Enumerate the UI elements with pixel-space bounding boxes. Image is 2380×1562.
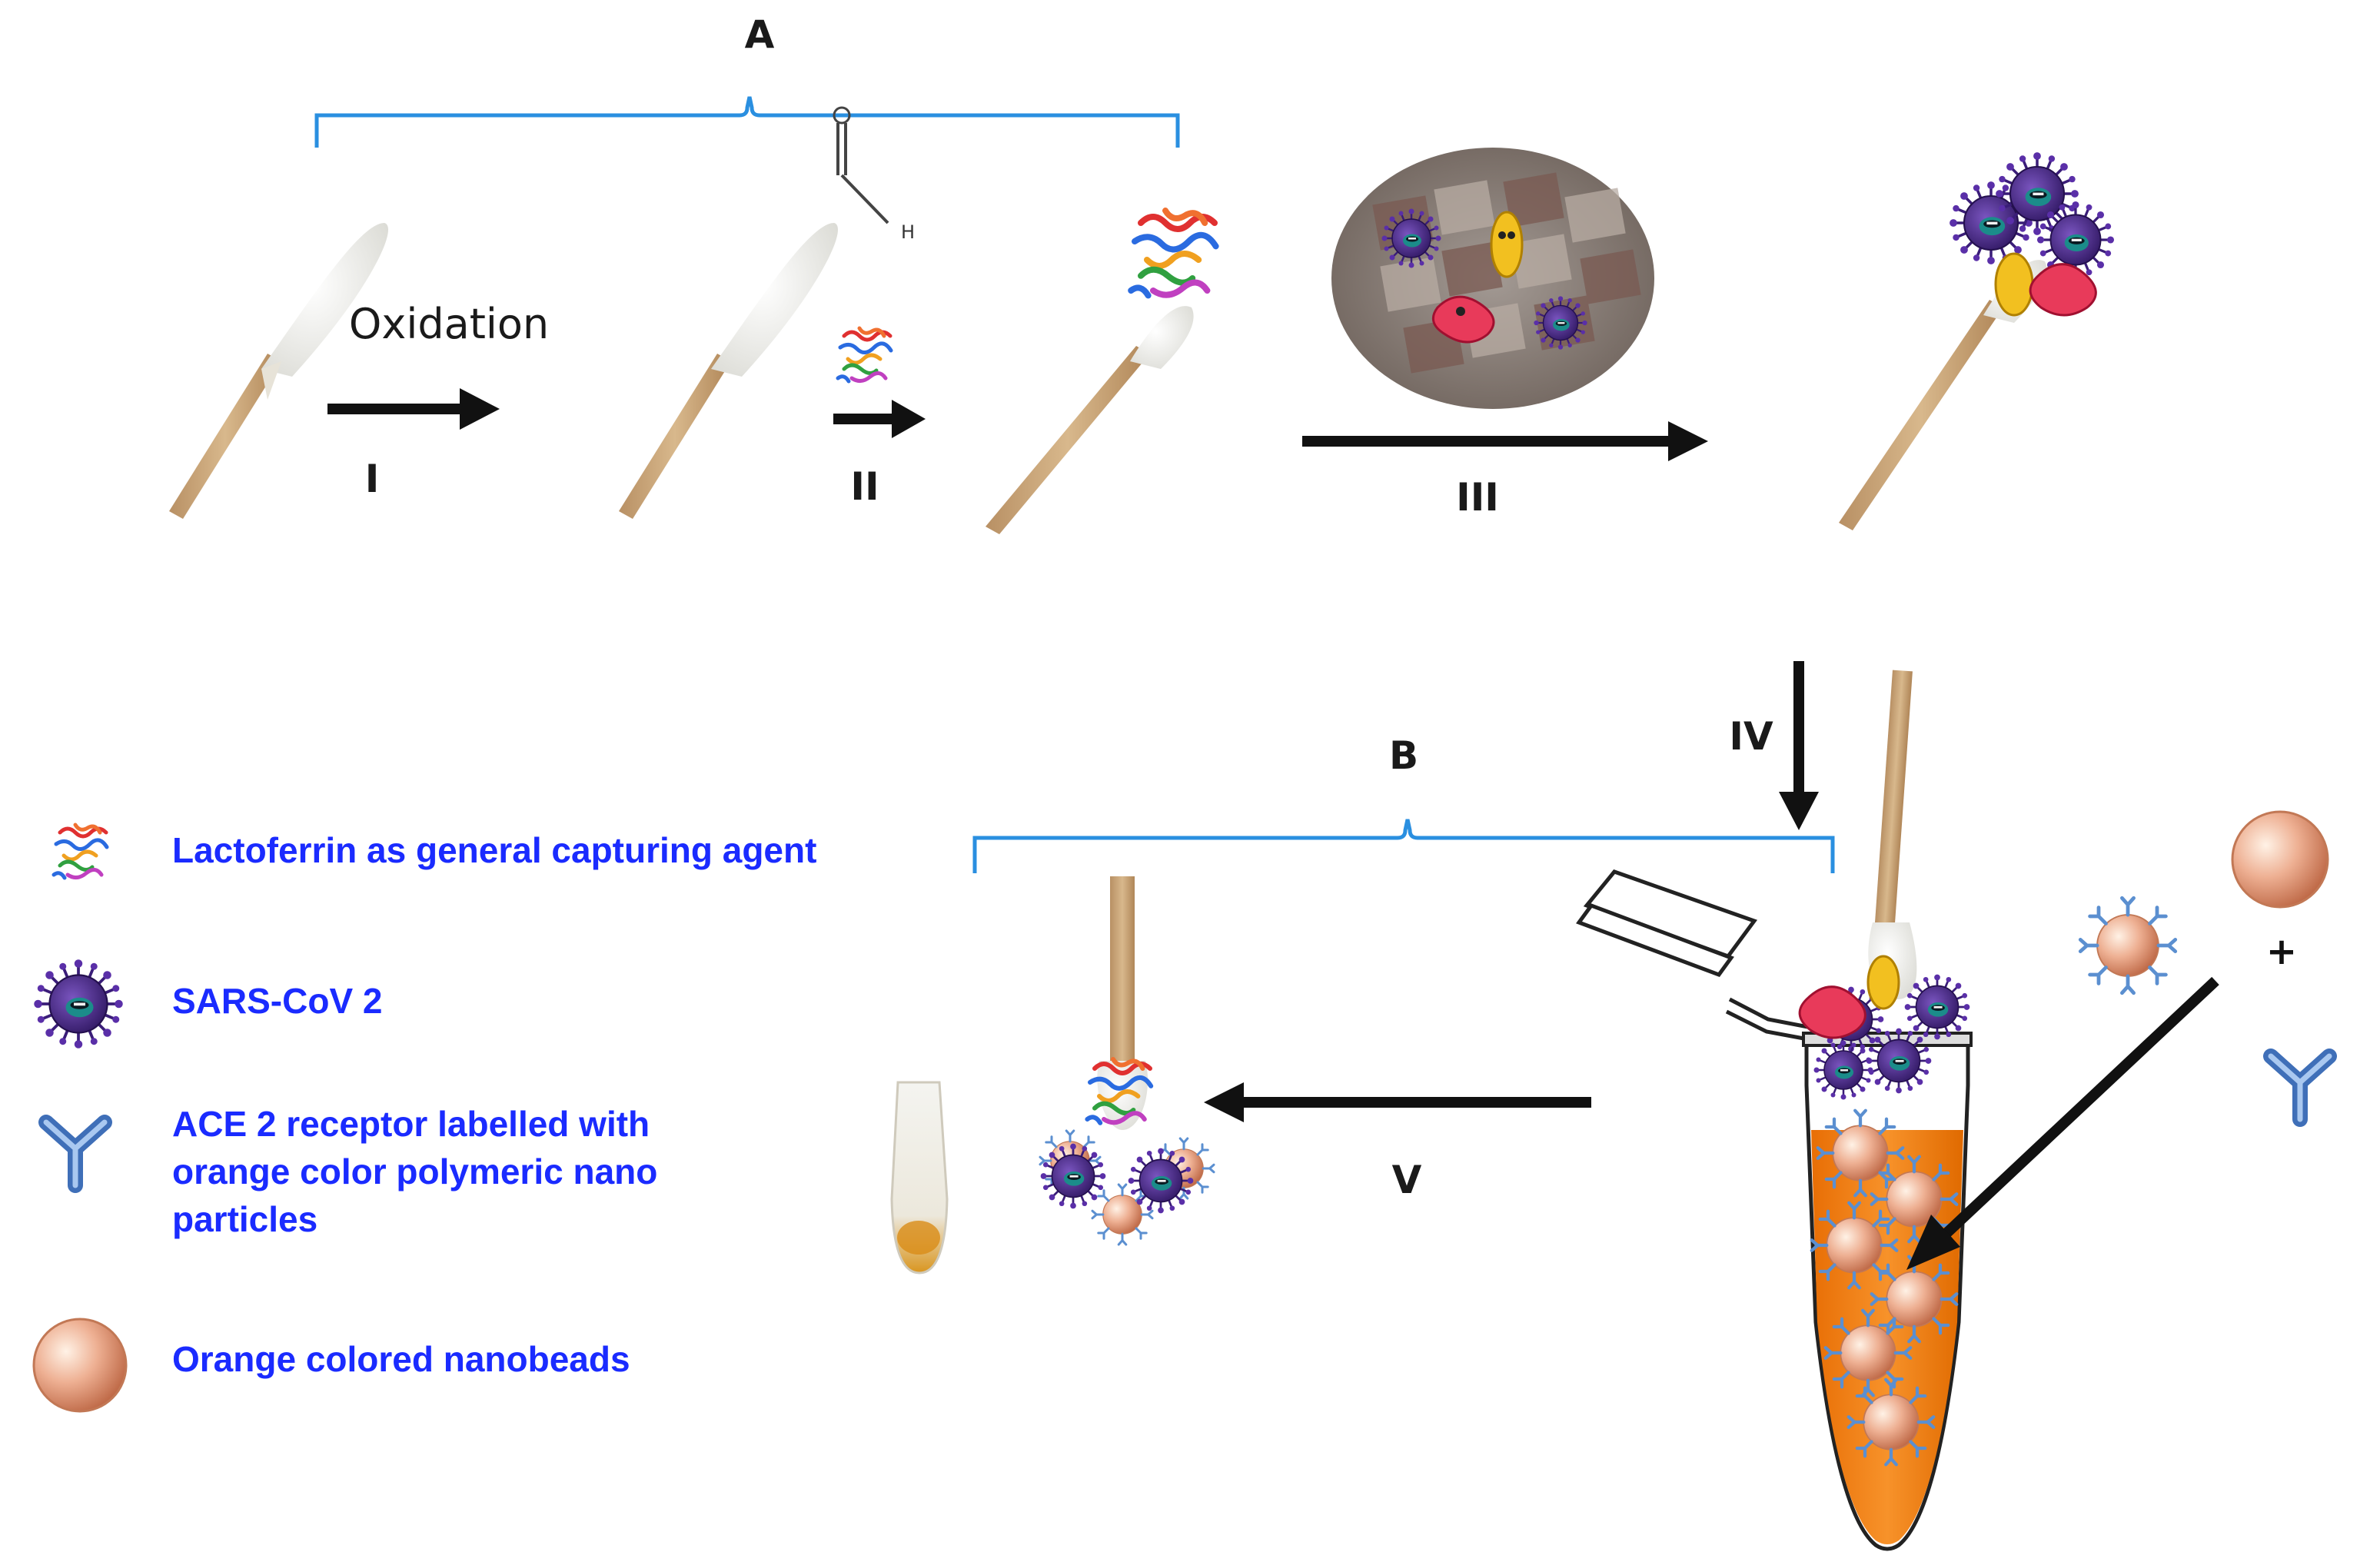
step-ii-label: II [850, 464, 879, 509]
legend-sars: SARS-CoV 2 [172, 981, 382, 1021]
arrow-step-ii [833, 400, 926, 438]
step-iii-label: III [1456, 475, 1499, 520]
virus-icon [1381, 208, 1442, 269]
surface-photo-icon [1331, 148, 1654, 409]
bracket-a-label: A [745, 12, 775, 57]
result-cluster [1039, 1059, 1215, 1246]
hydrogen-label: H [901, 221, 915, 243]
virus-icon [1533, 295, 1588, 351]
bacteria-icon [1431, 295, 1495, 344]
arrow-step-i [327, 388, 500, 430]
bacteria-icon [1798, 985, 1866, 1039]
lactoferrin-icon [54, 825, 107, 878]
plus-sign: + [2266, 930, 2297, 973]
oxidation-label: Oxidation [349, 300, 549, 348]
aldehyde-group: H [833, 106, 915, 243]
legend-ace2-line3: particles [172, 1199, 317, 1239]
virus-icon [1865, 1027, 1933, 1095]
bracket-b-label: B [1389, 733, 1418, 778]
legend-lactoferrin: Lactoferrin as general capturing agent [172, 830, 816, 870]
step-v-label: V [1392, 1158, 1422, 1202]
virus-icon [1903, 973, 1971, 1041]
legend-ace2-line1: ACE 2 receptor labelled with [172, 1104, 650, 1144]
swab-icon [619, 223, 838, 519]
virus-icon [1127, 1147, 1195, 1215]
bracket-b [972, 819, 1835, 873]
swab-icon [1868, 670, 1917, 999]
nanobead-icon [2080, 898, 2176, 993]
arrow-step-v [1204, 1082, 1591, 1122]
arrow-step-iii [1302, 421, 1708, 461]
lactoferrin-icon [838, 328, 891, 381]
swab-icon [986, 306, 1194, 534]
bracket-a [314, 96, 1180, 148]
bacteria-icon [2029, 263, 2097, 317]
virus-icon [1813, 1039, 1874, 1101]
nanobead-icon [2231, 810, 2329, 909]
swab-icon [169, 223, 388, 519]
tube-icon [890, 1081, 949, 1275]
legend-nanobeads: Orange colored nanobeads [172, 1339, 630, 1379]
bacteria-icon [1490, 211, 1524, 278]
bacteria-icon [1994, 252, 2034, 317]
arrow-step-iv [1779, 661, 1819, 830]
bacteria-icon [1866, 955, 1900, 1010]
antibody-icon [46, 1122, 105, 1185]
captured-pathogen-cluster [1798, 955, 1971, 1101]
step-iv-label: IV [1729, 714, 1773, 759]
virus-icon [1039, 1142, 1107, 1210]
arrow-add-reagents [1906, 976, 2219, 1270]
step-i-label: I [365, 457, 380, 501]
legend-ace2-line2: orange color polymeric nano [172, 1152, 657, 1191]
antibody-icon [2271, 1056, 2329, 1119]
nanobead-icon [32, 1318, 128, 1413]
virus-icon [32, 958, 125, 1050]
captured-pathogen-cluster [1948, 151, 2116, 317]
lactoferrin-icon [1131, 211, 1215, 295]
legend: Lactoferrin as general capturing agent S… [32, 825, 816, 1413]
